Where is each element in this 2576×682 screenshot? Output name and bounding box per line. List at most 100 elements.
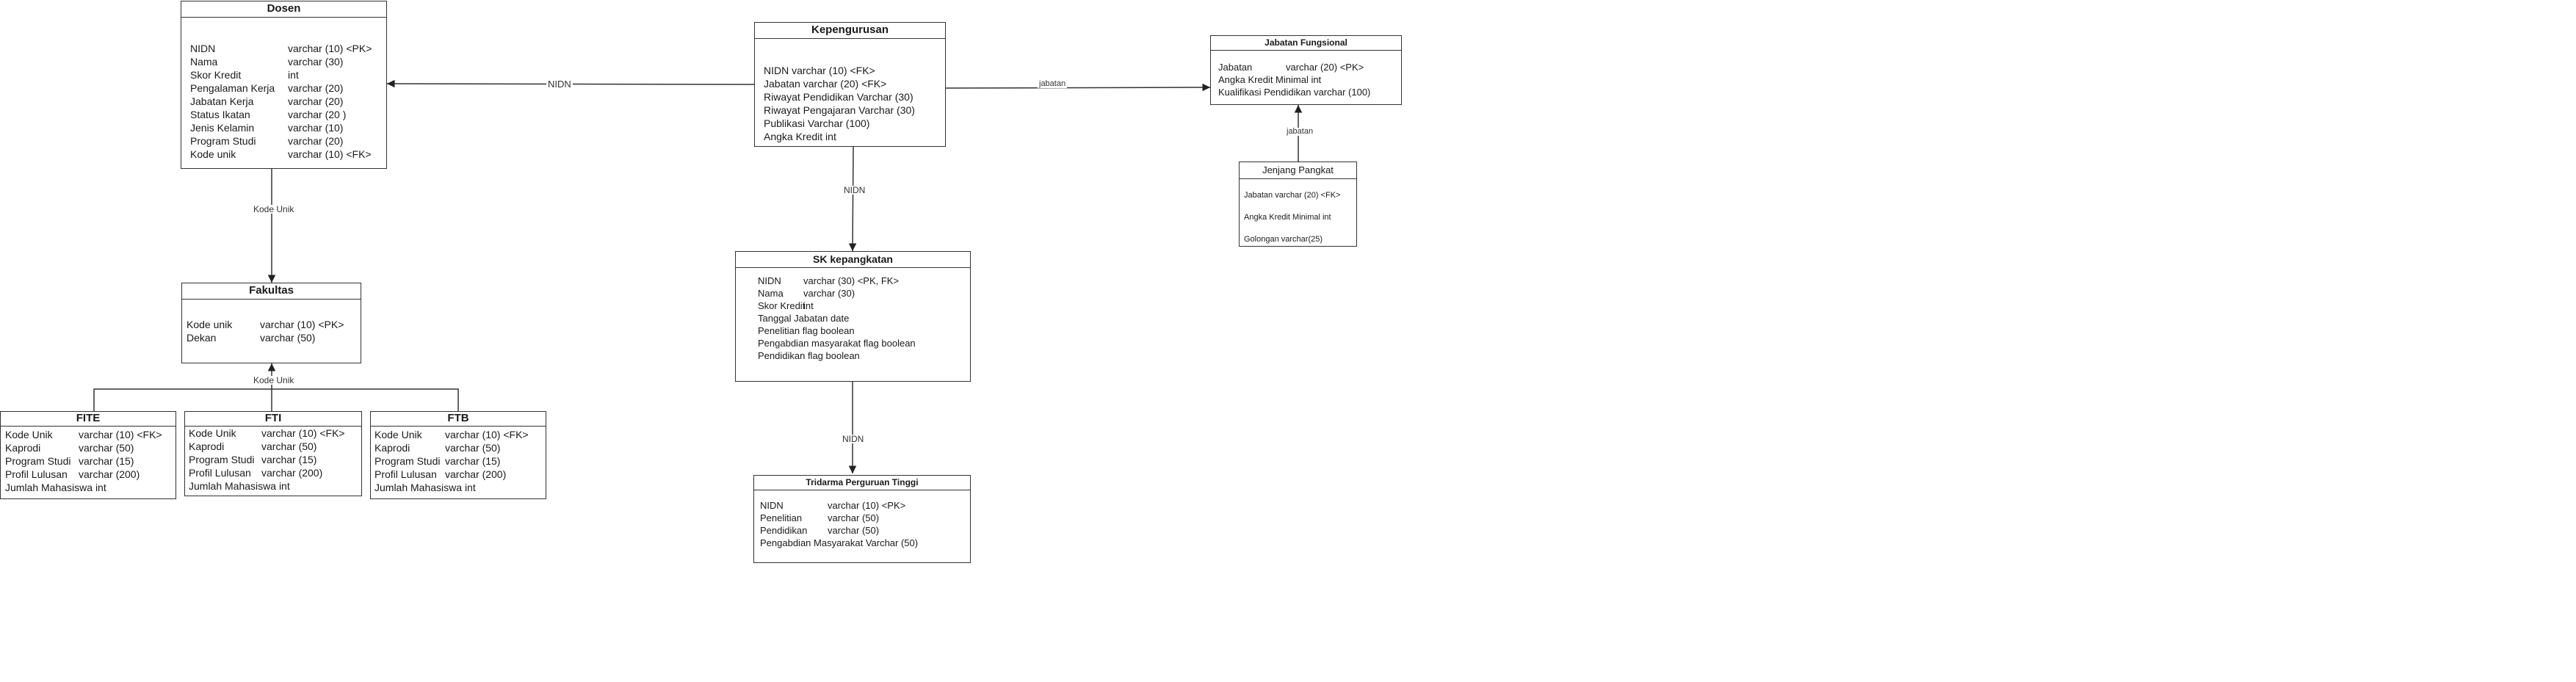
attribute-name: Program Studi <box>5 455 71 467</box>
attribute-type: varchar (15) <box>445 455 501 467</box>
attribute-name: Jabatan <box>1218 62 1253 73</box>
attribute-name: Tanggal Jabatan date <box>758 313 850 324</box>
attribute-name: Penelitian flag boolean <box>758 325 855 336</box>
edge-label-kep-dosen: NIDN <box>546 79 573 90</box>
attribute-name: Nama <box>758 288 784 299</box>
attribute-name: Golongan varchar(25) <box>1244 235 1323 244</box>
attribute-name: Program Studi <box>190 135 256 147</box>
attribute-name: Nama <box>190 56 218 68</box>
attribute-name: Jenis Kelamin <box>190 122 255 134</box>
attribute-name: Skor Kredit <box>758 300 806 311</box>
attribute-type: varchar (200) <box>261 467 323 479</box>
attribute-type: varchar (200) <box>79 468 140 480</box>
attribute-name: Program Studi <box>189 454 255 465</box>
attribute-name: Kode Unik <box>375 429 422 440</box>
attribute-type: varchar (50) <box>445 442 501 454</box>
edge-fite-fakultas[interactable] <box>93 388 459 411</box>
attribute-type: varchar (10) <FK> <box>288 148 372 160</box>
attribute-name: Pengabdian Masyarakat Varchar (50) <box>760 537 919 548</box>
attribute-type: varchar (20) <box>288 95 344 107</box>
attribute-name: Riwayat Pendidikan Varchar (30) <box>764 91 913 103</box>
attribute-name: Jumlah Mahasiswa int <box>5 482 106 493</box>
attribute-name: Kualifikasi Pendidikan varchar (100) <box>1218 87 1371 98</box>
attribute-type: varchar (10) <PK> <box>828 500 906 511</box>
attribute-name: Riwayat Pengajaran Varchar (30) <box>764 104 915 116</box>
attribute-type: varchar (50) <box>260 332 316 344</box>
attribute-name: Angka Kredit Minimal int <box>1244 213 1331 222</box>
attribute-name: NIDN <box>760 500 784 511</box>
attribute-type: varchar (10) <FK> <box>261 427 345 439</box>
attribute-type: varchar (30) <box>803 288 855 299</box>
attribute-type: varchar (15) <box>79 455 134 467</box>
attribute-type: varchar (30) <box>288 56 344 68</box>
attribute-type: varchar (10) <PK> <box>260 319 344 330</box>
entity-title: FTI <box>185 412 361 427</box>
entity-title: SK kepangkatan <box>736 252 970 268</box>
entity-title: Fakultas <box>182 283 361 300</box>
attribute-name: Kaprodi <box>5 442 41 454</box>
attribute-name: Jumlah Mahasiswa int <box>375 482 476 493</box>
attribute-type: varchar (20) <box>288 82 344 94</box>
attribute-name: Profil Lulusan <box>5 468 68 480</box>
attribute-type: varchar (10) <FK> <box>445 429 529 440</box>
attribute-type: varchar (10) <box>288 122 344 134</box>
attribute-name: Publikasi Varchar (100) <box>764 117 870 129</box>
attribute-name: Skor Kredit <box>190 69 242 81</box>
entity-title: Jabatan Fungsional <box>1211 36 1401 51</box>
attribute-name: NIDN <box>758 275 781 286</box>
edge-kepengurusan-jabatan-fungsional[interactable] <box>945 83 1211 92</box>
edge-label-kep-sk: NIDN <box>842 185 867 195</box>
entity-title: Dosen <box>181 1 386 18</box>
attribute-name: Penelitian <box>760 512 803 523</box>
entity-ftb[interactable]: FTB Kode Unik varchar (10) <FK> Kaprodi var… <box>370 411 546 499</box>
entity-kepengurusan[interactable]: Kepengurusan NIDN varchar (10) <FK> Jabat… <box>754 22 946 147</box>
entity-title: FITE <box>1 412 176 427</box>
attribute-type: varchar (50) <box>79 442 134 454</box>
edge-label-dosen-fakultas: Kode Unik <box>252 204 296 214</box>
attribute-name: NIDN varchar (10) <FK> <box>764 65 875 76</box>
attribute-type: varchar (20 ) <box>288 109 347 120</box>
entity-sk-kepangkatan[interactable]: SK kepangkatan NIDN varchar (30) <PK, FK>… <box>735 251 971 382</box>
attribute-name: Jabatan Kerja <box>190 95 254 107</box>
attribute-type: varchar (20) <box>288 135 344 147</box>
attribute-type: int <box>803 300 814 311</box>
entity-title: Jenjang Pangkat <box>1240 162 1356 179</box>
attribute-name: Dekan <box>187 332 217 344</box>
attribute-name: Kode unik <box>190 148 236 160</box>
entity-dosen[interactable]: Dosen NIDN varchar (10) <PK> Nama varchar (… <box>181 1 387 169</box>
attribute-name: Kode Unik <box>189 427 236 439</box>
entity-tridarma[interactable]: Tridarma Perguruan Tinggi NIDN varchar (1… <box>753 475 971 563</box>
attribute-type: varchar (50) <box>828 525 880 536</box>
attribute-name: Pendidikan <box>760 525 808 536</box>
attribute-type: varchar (30) <PK, FK> <box>803 275 900 286</box>
attribute-name: Angka Kredit int <box>764 131 836 142</box>
entity-title: Tridarma Perguruan Tinggi <box>754 476 970 490</box>
attribute-name: Profil Lulusan <box>189 467 251 479</box>
edge-label-jenjang-jabatan: jabatan <box>1285 127 1315 136</box>
attribute-name: Jabatan varchar (20) <FK> <box>1244 191 1341 200</box>
entity-title: FTB <box>371 412 546 427</box>
attribute-type: varchar (10) <PK> <box>288 43 372 54</box>
entity-fti[interactable]: FTI Kode Unik varchar (10) <FK> Kaprodi var… <box>184 411 362 496</box>
attribute-name: Kaprodi <box>375 442 410 454</box>
attribute-name: NIDN <box>190 43 216 54</box>
attribute-name: Kode unik <box>187 319 233 330</box>
attribute-name: Program Studi <box>375 455 441 467</box>
entity-fakultas[interactable]: Fakultas Kode unik varchar (10) <PK> Dekan… <box>181 283 361 363</box>
entity-jenjang-pangkat[interactable]: Jenjang Pangkat Jabatan varchar (20) <FK… <box>1239 162 1357 247</box>
attribute-type: varchar (50) <box>261 440 317 452</box>
attribute-type: varchar (20) <PK> <box>1286 62 1364 73</box>
attribute-name: Pengabdian masyarakat flag boolean <box>758 338 916 349</box>
attribute-type: varchar (10) <FK> <box>79 429 162 440</box>
attribute-name: Pengalaman Kerja <box>190 82 275 94</box>
attribute-name: Kode Unik <box>5 429 53 440</box>
entity-fite[interactable]: FITE Kode Unik varchar (10) <FK> Kaprodi va… <box>0 411 176 499</box>
attribute-name: Kaprodi <box>189 440 225 452</box>
entity-jabatan-fungsional[interactable]: Jabatan Fungsional Jabatan varchar (20) <… <box>1210 35 1402 105</box>
entity-title: Kepengurusan <box>755 23 945 39</box>
attribute-name: Jumlah Mahasiswa int <box>189 480 290 492</box>
attribute-name: Pendidikan flag boolean <box>758 350 860 361</box>
attribute-type: int <box>288 69 299 81</box>
edge-label-kep-jabatan: jabatan <box>1038 79 1068 88</box>
attribute-name: Jabatan varchar (20) <FK> <box>764 78 887 90</box>
